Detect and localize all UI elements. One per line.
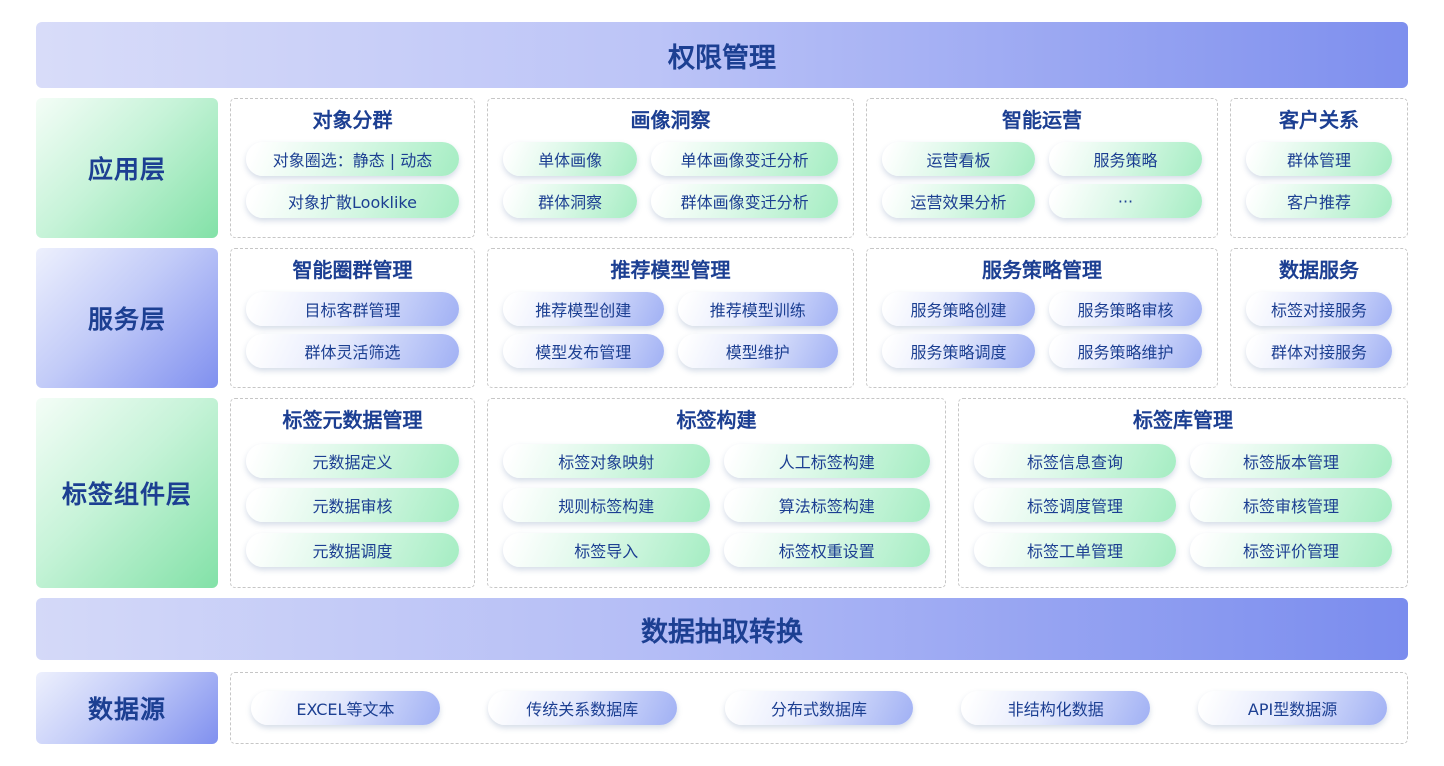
group-title: 智能运营 [1002,108,1082,132]
group-title: 标签库管理 [1133,408,1233,432]
pill: 服务策略维护 [1049,334,1202,369]
pill: 目标客群管理 [246,291,459,326]
pill: API型数据源 [1198,691,1387,725]
group-title: 智能圈群管理 [292,258,413,282]
group-title: 画像洞察 [630,108,711,132]
group-title: 对象分群 [312,108,393,132]
group-title: 客户关系 [1279,108,1359,132]
pill-grid: 元数据定义 元数据审核 元数据调度 [246,433,459,577]
pill: 标签导入 [503,532,710,567]
pill: 人工标签构建 [723,443,930,478]
layer-label-tag-component: 标签组件层 [36,398,218,588]
pill: 标签评价管理 [1190,532,1392,567]
service-layer-row: 服务层 智能圈群管理 目标客群管理 群体灵活筛选 推荐模型管理 推荐模型创建 推… [36,248,1408,388]
group-title: 标签元数据管理 [282,408,423,432]
pill: 群体对接服务 [1246,334,1392,369]
pill-grid: 单体画像 单体画像变迁分析 群体洞察 群体画像变迁分析 [503,133,838,227]
pill: 标签对接服务 [1246,291,1392,326]
pill: 群体洞察 [503,184,638,219]
layer-label-application: 应用层 [36,98,218,238]
pill: 标签对象映射 [503,443,710,478]
tag-component-layer-row: 标签组件层 标签元数据管理 元数据定义 元数据审核 元数据调度 标签构建 标签对… [36,398,1408,588]
pill: 标签审核管理 [1190,488,1392,522]
pill: 服务策略审核 [1049,291,1202,326]
pill: 服务策略调度 [882,334,1035,369]
pill: 群体画像变迁分析 [651,184,838,219]
pill: 算法标签构建 [723,488,930,522]
pill-grid: 标签对接服务 群体对接服务 [1246,283,1392,377]
pill: 对象圈选：静态 | 动态 [246,141,459,176]
pill-grid: EXCEL等文本 传统关系数据库 分布式数据库 非结构化数据 API型数据源 [235,681,1403,735]
group-smart-cluster-management: 智能圈群管理 目标客群管理 群体灵活筛选 [230,248,475,388]
pill: 标签工单管理 [974,532,1176,567]
pill: 群体管理 [1246,141,1392,176]
application-layer-row: 应用层 对象分群 对象圈选：静态 | 动态 对象扩散Looklike 画像洞察 … [36,98,1408,238]
pill: 分布式数据库 [724,691,914,725]
pill: ··· [1049,184,1202,219]
pill: 标签版本管理 [1190,443,1392,478]
banner-permission-management: 权限管理 [36,22,1408,88]
pill-grid: 服务策略创建 服务策略审核 服务策略调度 服务策略维护 [882,283,1202,377]
pill: 标签权重设置 [723,532,930,567]
pill: 单体画像变迁分析 [651,141,838,176]
layer-label-datasource: 数据源 [36,672,218,744]
pill: 元数据审核 [246,488,459,522]
pill: 推荐模型训练 [677,291,838,326]
pill: 推荐模型创建 [503,291,664,326]
pill: 规则标签构建 [503,488,710,522]
group-title: 服务策略管理 [982,258,1102,282]
pill-grid: 标签对象映射 人工标签构建 规则标签构建 算法标签构建 标签导入 标签权重设置 [503,433,930,577]
group-data-service: 数据服务 标签对接服务 群体对接服务 [1230,248,1408,388]
group-tag-library-management: 标签库管理 标签信息查询 标签版本管理 标签调度管理 标签审核管理 标签工单管理… [958,398,1408,588]
group-recommendation-model: 推荐模型管理 推荐模型创建 推荐模型训练 模型发布管理 模型维护 [487,248,854,388]
group-title: 数据服务 [1279,258,1359,282]
pill-grid: 标签信息查询 标签版本管理 标签调度管理 标签审核管理 标签工单管理 标签评价管… [974,433,1392,577]
group-profile-insight: 画像洞察 单体画像 单体画像变迁分析 群体洞察 群体画像变迁分析 [487,98,854,238]
pill: EXCEL等文本 [251,691,440,725]
pill: 群体灵活筛选 [246,334,459,369]
pill: 标签信息查询 [974,443,1176,478]
group-title: 推荐模型管理 [610,258,731,282]
pill-grid: 推荐模型创建 推荐模型训练 模型发布管理 模型维护 [503,283,838,377]
pill: 单体画像 [503,141,638,176]
pill: 对象扩散Looklike [246,184,459,219]
pill-grid: 群体管理 客户推荐 [1246,133,1392,227]
layer-label-service: 服务层 [36,248,218,388]
pill: 非结构化数据 [961,691,1151,725]
pill: 模型维护 [677,334,838,369]
datasource-box: EXCEL等文本 传统关系数据库 分布式数据库 非结构化数据 API型数据源 [230,672,1408,744]
pill-grid: 对象圈选：静态 | 动态 对象扩散Looklike [246,133,459,227]
pill-grid: 运营看板 服务策略 运营效果分析 ··· [882,133,1202,227]
group-intelligent-operation: 智能运营 运营看板 服务策略 运营效果分析 ··· [866,98,1218,238]
group-title: 标签构建 [676,408,757,432]
group-object-segmentation: 对象分群 对象圈选：静态 | 动态 对象扩散Looklike [230,98,475,238]
pill: 客户推荐 [1246,184,1392,219]
pill: 服务策略 [1049,141,1202,176]
pill: 运营看板 [882,141,1035,176]
pill: 标签调度管理 [974,488,1176,522]
pill: 传统关系数据库 [487,691,677,725]
pill: 元数据调度 [246,532,459,567]
pill: 模型发布管理 [503,334,664,369]
pill: 元数据定义 [246,443,459,478]
group-tag-building: 标签构建 标签对象映射 人工标签构建 规则标签构建 算法标签构建 标签导入 标签… [487,398,946,588]
pill: 服务策略创建 [882,291,1035,326]
pill-grid: 目标客群管理 群体灵活筛选 [246,283,459,377]
pill: 运营效果分析 [882,184,1035,219]
datasource-row: 数据源 EXCEL等文本 传统关系数据库 分布式数据库 非结构化数据 API型数… [36,672,1408,744]
group-tag-metadata-management: 标签元数据管理 元数据定义 元数据审核 元数据调度 [230,398,475,588]
banner-data-etl: 数据抽取转换 [36,598,1408,660]
group-service-strategy: 服务策略管理 服务策略创建 服务策略审核 服务策略调度 服务策略维护 [866,248,1218,388]
group-customer-relation: 客户关系 群体管理 客户推荐 [1230,98,1408,238]
